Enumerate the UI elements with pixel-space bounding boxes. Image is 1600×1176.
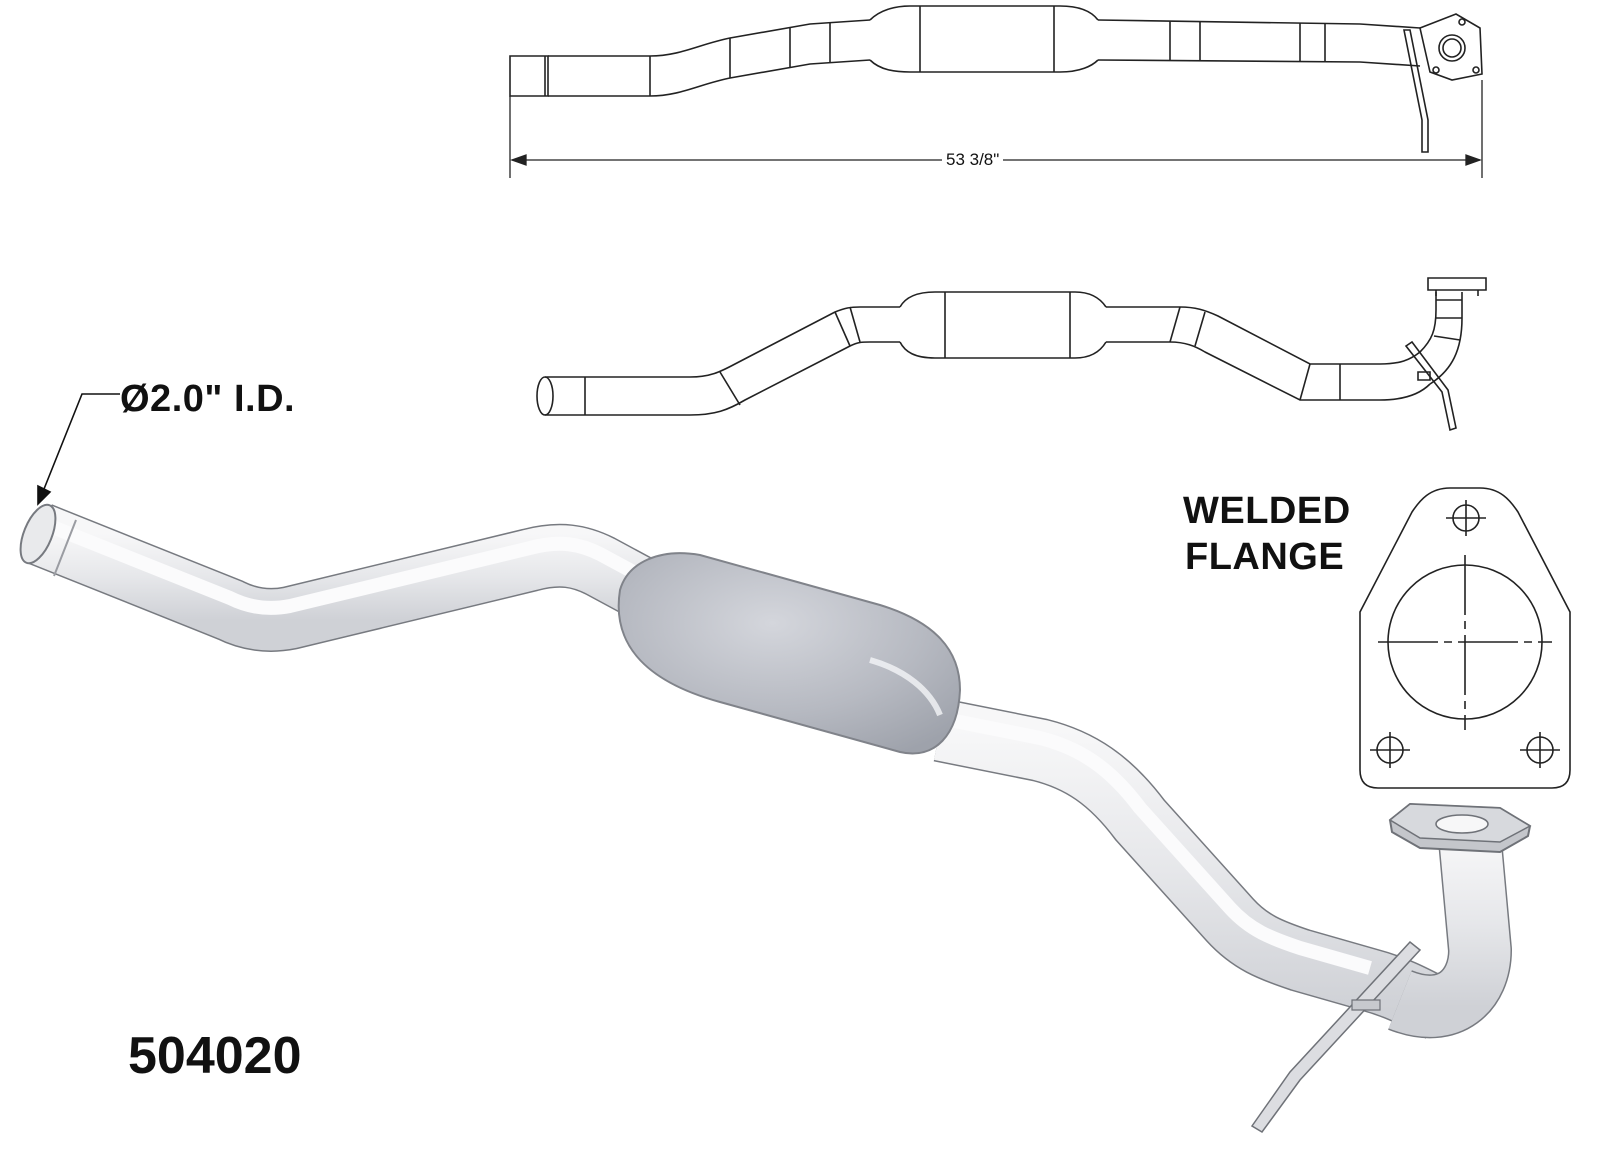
- welded-flange-label-line1: WELDED: [1183, 490, 1351, 532]
- outlet-flange: [1388, 802, 1532, 854]
- welded-flange-drawing: [1359, 487, 1571, 789]
- diameter-leader-arrow: [37, 393, 120, 506]
- part-number: 504020: [128, 1027, 302, 1085]
- side-view-drawing: [536, 277, 1487, 432]
- length-dimension-label: 53 3/8": [942, 150, 1004, 170]
- inlet-opening: [19, 503, 57, 565]
- welded-flange-label-line2: FLANGE: [1185, 536, 1345, 578]
- top-view-drawing: [509, 5, 1483, 153]
- hanger-bracket: [1250, 940, 1422, 1133]
- exhaust-pipe-render: [19, 503, 1532, 1133]
- catalytic-converter: [617, 552, 962, 755]
- inlet-diameter-label: Ø2.0" I.D.: [120, 378, 296, 420]
